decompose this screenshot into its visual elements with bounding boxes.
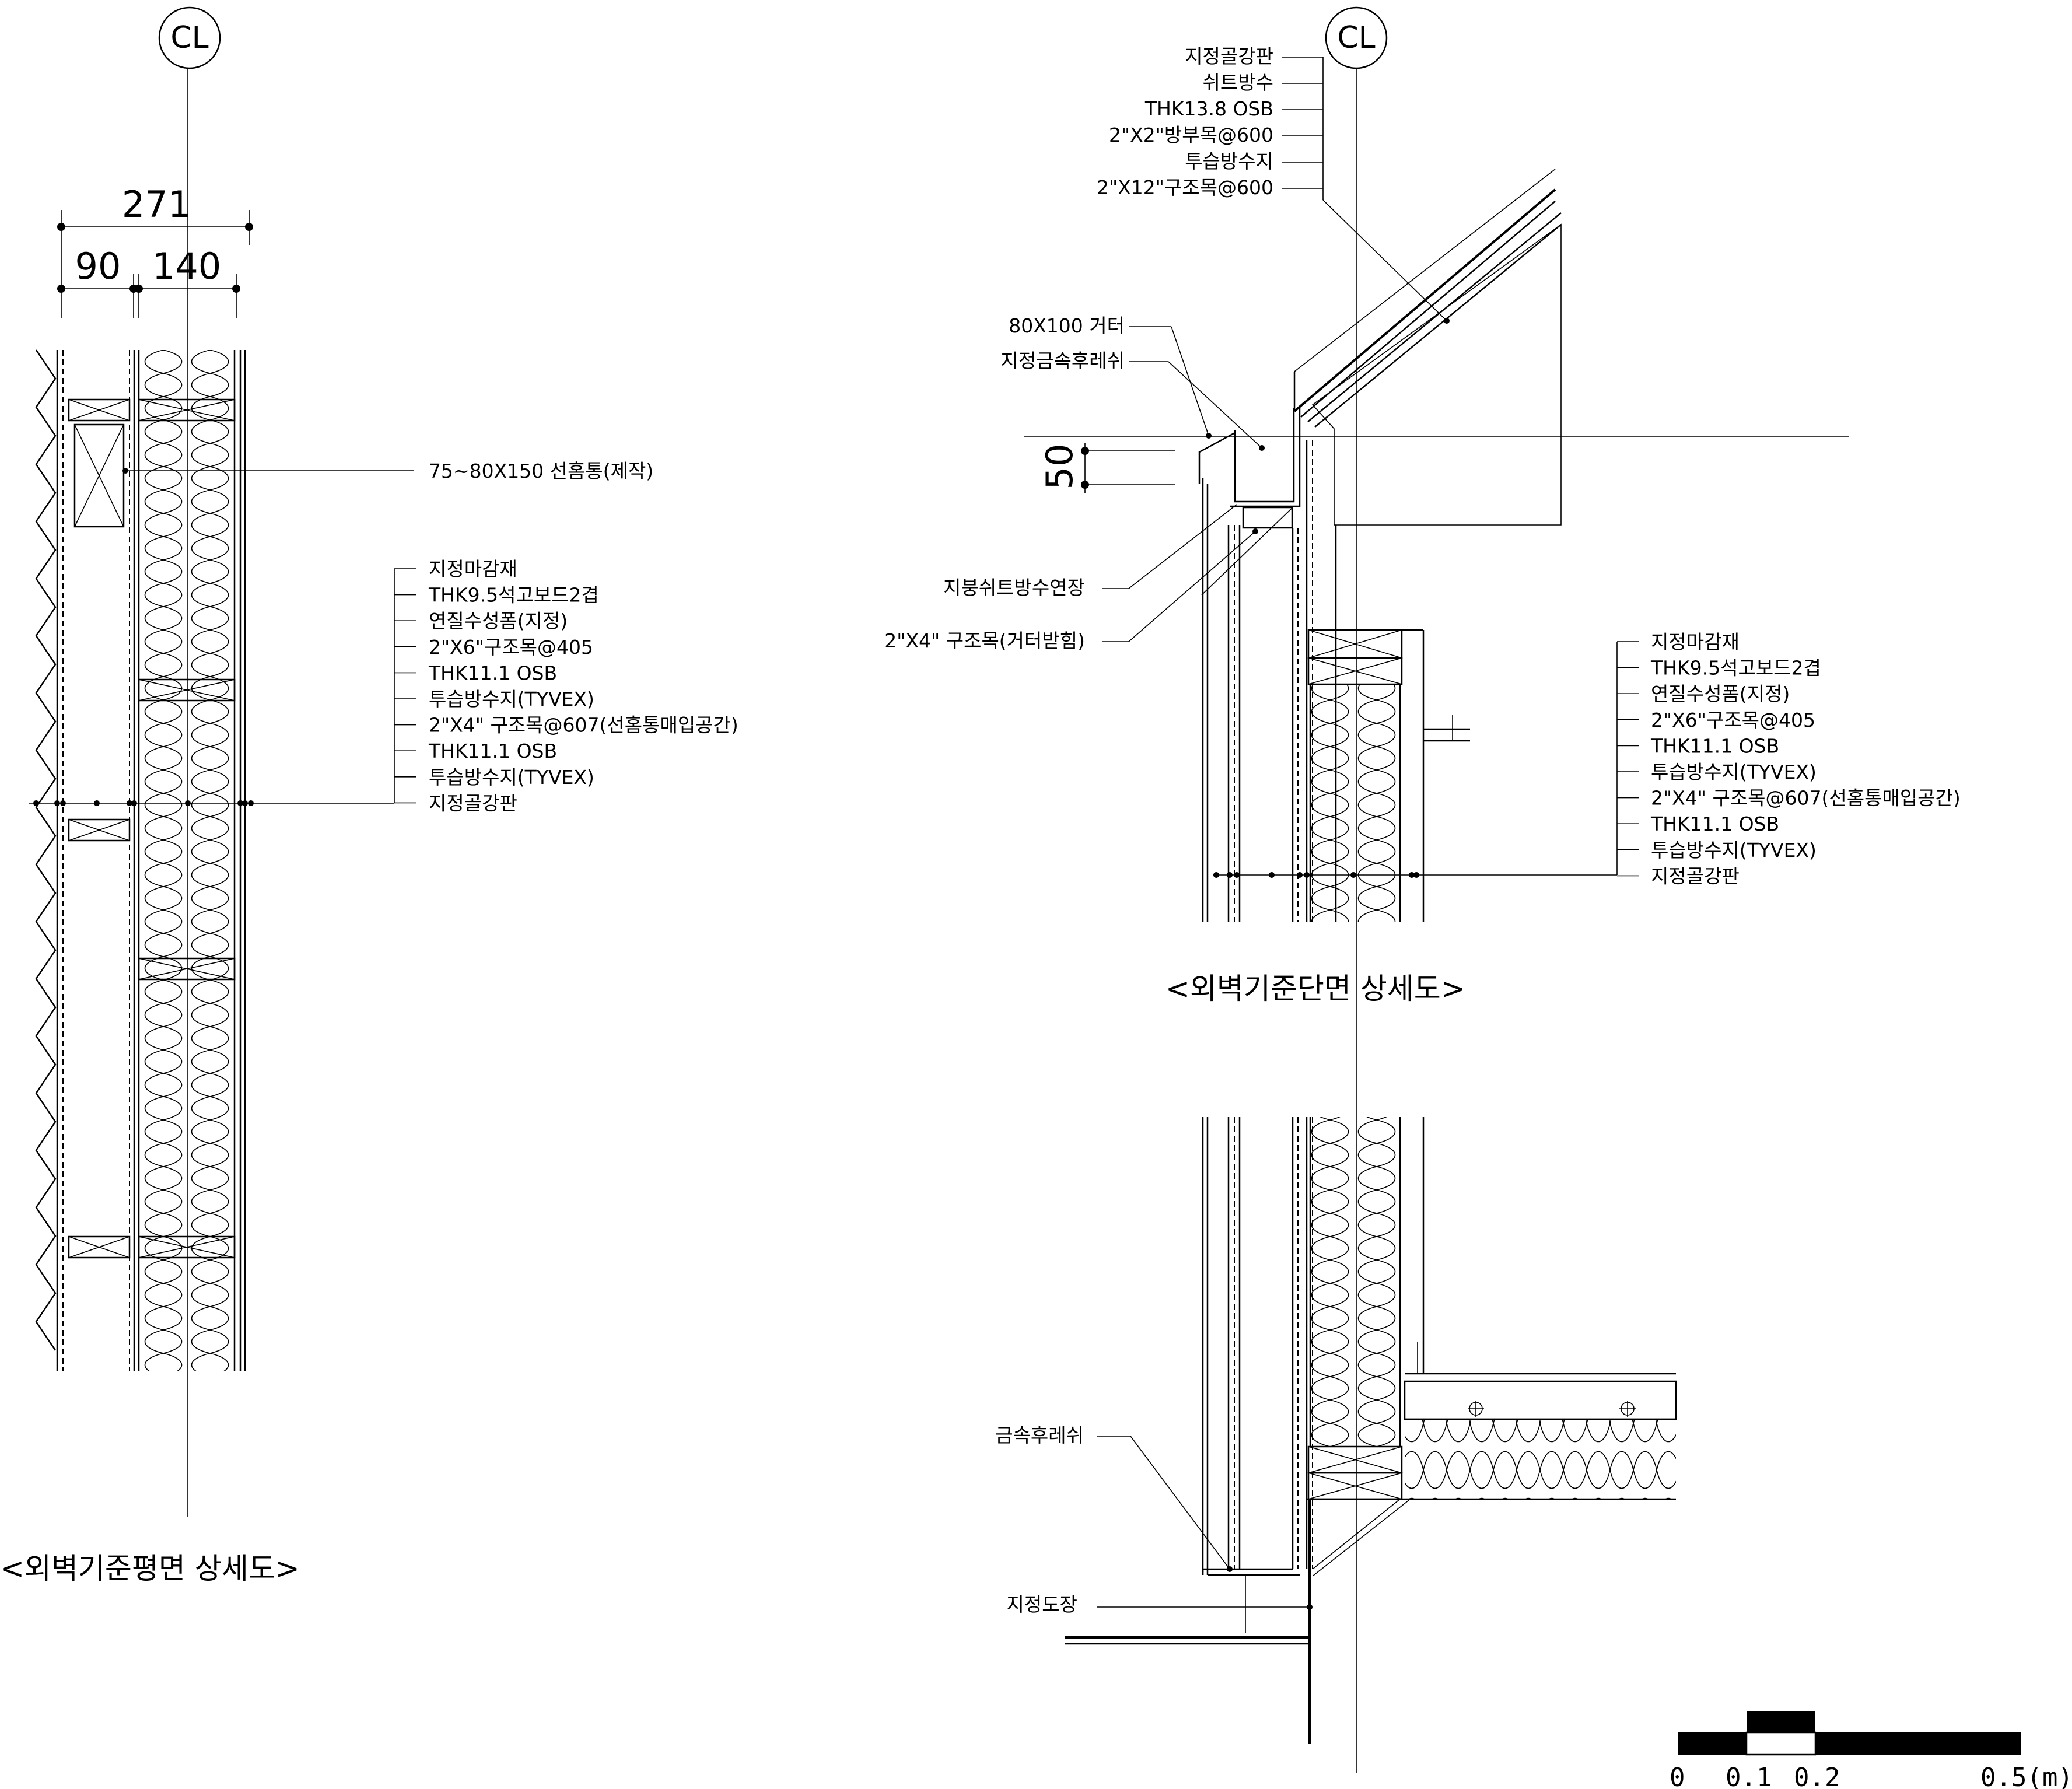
- label-downspout: 75~80X150 선홈통(제작): [429, 460, 653, 482]
- layer-label: 지정골강판: [429, 792, 517, 814]
- gutter-callouts: [1102, 326, 1265, 642]
- scale-tick-0: 0: [1670, 1763, 1685, 1789]
- layer-label: 투습방수지(TYVEX): [429, 766, 594, 789]
- layer-label: 2"X6"구조목@405: [1651, 709, 1815, 731]
- layer-label: THK9.5석고보드2겹: [428, 584, 599, 607]
- roof-callouts: [1282, 57, 1450, 324]
- section-title: <외벽기준단면 상세도>: [1166, 972, 1465, 1006]
- layer-label: THK11.1 OSB: [428, 661, 557, 684]
- plan-leaders: 75~80X150 선홈통(제작): [29, 460, 653, 806]
- layer-label: 투습방수지(TYVEX): [429, 688, 594, 710]
- dimension-140: 140: [152, 245, 221, 288]
- layer-label: THK9.5석고보드2겹: [1650, 657, 1821, 680]
- scale-tick-0-2: 0.2: [1794, 1763, 1840, 1789]
- layer-label: 지정골강판: [1651, 864, 1740, 887]
- layer-label: THK11.1 OSB: [1650, 813, 1779, 835]
- plan-detail: CL 271 90 140: [0, 6, 738, 1585]
- downspout-box: [74, 423, 125, 528]
- roof-layer-label: 투습방수지: [1185, 150, 1273, 173]
- layer-label: THK11.1 OSB: [1650, 734, 1779, 757]
- upper-wall: [1306, 440, 1470, 922]
- gutter-assembly: [1024, 408, 1849, 922]
- layer-label: 2"X4" 구조목@607(선홈통매입공간): [1651, 787, 1961, 810]
- layer-label: THK11.1 OSB: [428, 740, 557, 762]
- layer-label: 투습방수지(TYVEX): [1651, 761, 1817, 783]
- plan-wall-section: [35, 349, 246, 1371]
- roof-assembly: [1293, 169, 1562, 526]
- anchor-symbols: [1468, 1401, 1636, 1417]
- layer-label: 지정마감재: [1651, 631, 1740, 653]
- scale-bar: 0 0.1 0.2 0.5(m): [1670, 1711, 2072, 1789]
- roof-layer-label: 지정골강판: [1185, 45, 1273, 68]
- layer-label: 2"X6"구조목@405: [429, 636, 593, 659]
- label-gutter: 80X100 거터: [1009, 314, 1125, 337]
- plan-dimension-lines: 271 90 140: [57, 183, 253, 318]
- base-callouts: [1097, 1436, 1312, 1610]
- scale-tick-0-1: 0.1: [1726, 1763, 1772, 1789]
- layer-label: 투습방수지(TYVEX): [1651, 839, 1817, 862]
- gutter-dimension: 50: [1038, 443, 1175, 493]
- scale-tick-0-5: 0.5(m): [1980, 1763, 2072, 1789]
- dimension-90: 90: [75, 245, 121, 288]
- centerline-symbol: CL: [170, 20, 208, 55]
- plan-title: <외벽기준평면 상세도>: [0, 1552, 300, 1585]
- label-metal-flashing-base: 금속후레쉬: [995, 1424, 1084, 1447]
- label-gutter-support: 2"X4" 구조목(거터받힘): [884, 629, 1085, 652]
- plan-layer-list: 지정마감재THK9.5석고보드2겹연질수성폼(지정)2"X6"구조목@405TH…: [428, 558, 738, 814]
- dimension-overall: 271: [122, 183, 191, 226]
- roof-layer-label: 쉬트방수: [1203, 71, 1273, 94]
- lower-wall: [1065, 1117, 1677, 1744]
- label-paint: 지정도장: [1007, 1593, 1077, 1616]
- roof-layer-label: 2"X2"방부목@600: [1109, 124, 1273, 146]
- layer-label: 연질수성폼(지정): [429, 610, 568, 632]
- layer-label: 연질수성폼(지정): [1651, 682, 1790, 705]
- section-wall-leaders: [1213, 641, 1639, 878]
- label-roof-sheet-extension: 지붕쉬트방수연장: [943, 576, 1085, 599]
- dimension-50: 50: [1038, 444, 1081, 490]
- layer-label: 지정마감재: [429, 558, 517, 580]
- centerline-symbol: CL: [1337, 20, 1375, 55]
- roof-layer-label: 2"X12"구조목@600: [1097, 176, 1273, 199]
- roof-layer-label: THK13.8 OSB: [1144, 97, 1273, 120]
- label-metal-flashing: 지정금속후레쉬: [1000, 349, 1125, 372]
- layer-label: 2"X4" 구조목@607(선홈통매입공간): [429, 714, 738, 737]
